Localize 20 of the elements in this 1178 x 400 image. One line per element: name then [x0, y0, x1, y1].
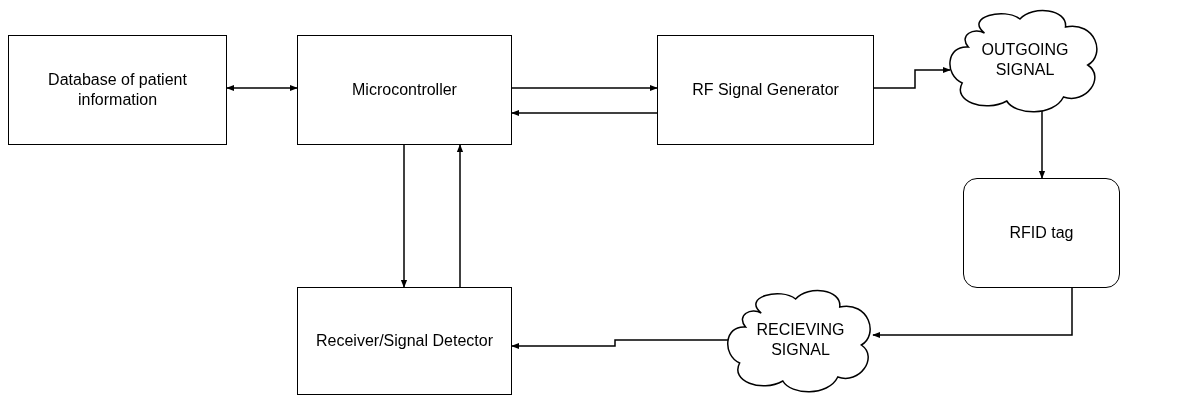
arrow: [226, 84, 298, 92]
process-box: [963, 178, 1120, 288]
node-label: RFID tag: [1008, 223, 1075, 243]
process-box: [297, 35, 512, 145]
node-label: OUTGOING SIGNAL: [980, 40, 1070, 80]
process-box: [297, 287, 512, 395]
arrow: [400, 144, 408, 288]
node-label: RF Signal Generator: [691, 80, 840, 100]
arrow: [511, 339, 729, 350]
arrow: [511, 84, 658, 92]
arrow: [511, 109, 658, 117]
node-label: Database of patient information: [47, 70, 188, 110]
node-label: Receiver/Signal Detector: [315, 331, 494, 351]
node-label: Microcontroller: [351, 80, 458, 100]
arrow: [873, 66, 951, 89]
node-label: RECIEVING SIGNAL: [755, 320, 846, 360]
process-box: [657, 35, 874, 145]
arrow: [872, 287, 1073, 339]
arrow: [456, 144, 464, 288]
process-box: [8, 35, 227, 145]
